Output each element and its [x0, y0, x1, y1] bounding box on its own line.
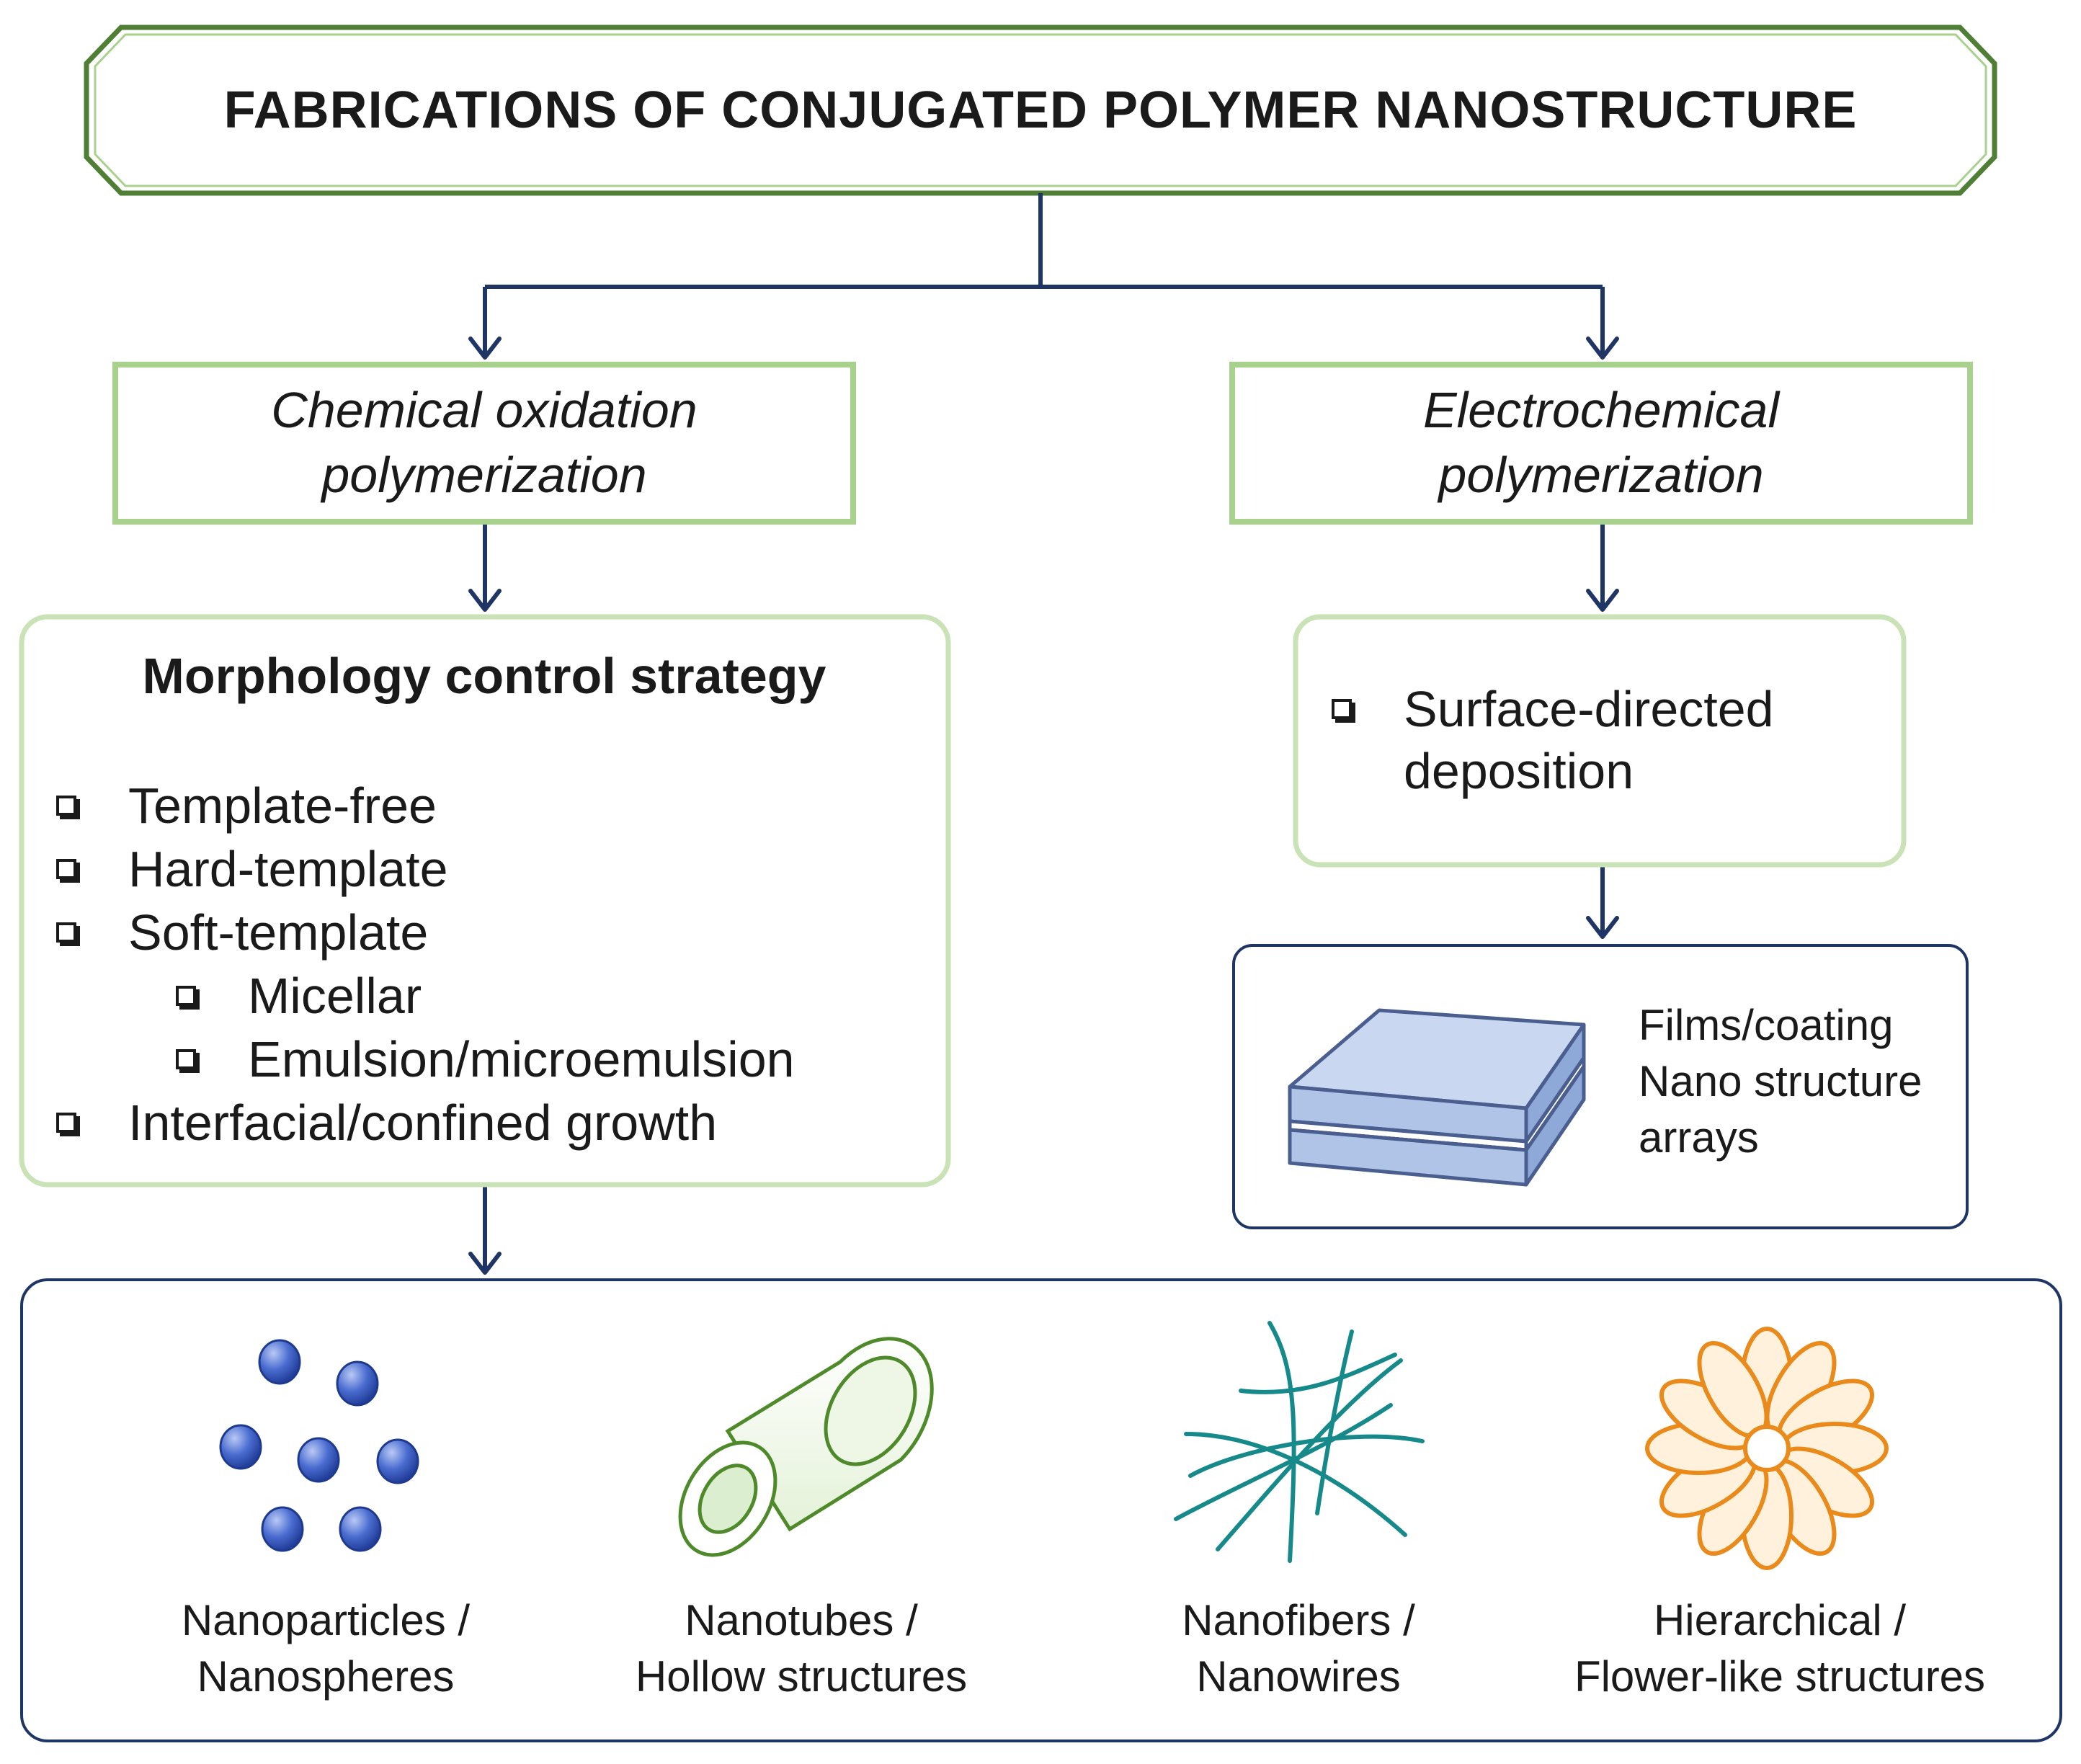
- strategy-item-label: Template-free: [128, 778, 437, 834]
- product-caption-nanoparticles: Nanoparticles / Nanospheres: [182, 1592, 470, 1705]
- arrowhead-electrochemical: [1586, 337, 1619, 360]
- chemical-method-label: Chemical oxidation polymerization: [271, 378, 697, 507]
- electrochemical-line-2: polymerization: [1438, 447, 1764, 503]
- strategy-item-label: Hard-template: [128, 841, 448, 897]
- strategy-heading: Morphology control strategy: [142, 648, 826, 704]
- films-label: Films/coating Nano structure arrays: [1639, 997, 1922, 1166]
- electrochemical-box: [1229, 362, 1973, 525]
- caption-line-1: Hierarchical /: [1653, 1596, 1907, 1644]
- chemical-line-2: polymerization: [321, 447, 647, 503]
- nanofibers-icon: [1174, 1321, 1425, 1563]
- connectors: [483, 193, 1605, 1270]
- strategy-sub-item: Micellar: [176, 967, 422, 1025]
- electrochemical-line-1: Electrochemical: [1422, 382, 1780, 438]
- product-caption-hierarchical: Hierarchical / Flower-like structures: [1574, 1592, 1985, 1705]
- caption-line-2: Nanospheres: [197, 1652, 455, 1701]
- films-line-2: Nano structure: [1639, 1057, 1922, 1105]
- surface-item: Surface-directed: [1332, 677, 1774, 741]
- surface-box: [1293, 614, 1907, 868]
- checkbox-icon: [176, 1049, 196, 1069]
- arrowhead-products: [468, 1252, 502, 1275]
- strategy-item: Soft-template: [56, 904, 428, 961]
- caption-line-1: Nanotubes /: [685, 1596, 918, 1644]
- caption-line-1: Nanofibers /: [1182, 1596, 1415, 1644]
- arrowhead-surface: [1586, 589, 1619, 612]
- films-line-3: arrays: [1639, 1113, 1759, 1162]
- strategy-item: Template-free: [56, 777, 437, 834]
- caption-line-2: Flower-like structures: [1574, 1652, 1986, 1701]
- surface-line-1: Surface-directed: [1404, 681, 1774, 737]
- strategy-sub-item: Emulsion/microemulsion: [176, 1030, 795, 1088]
- products-box: [20, 1278, 2062, 1742]
- checkbox-icon: [56, 796, 76, 816]
- surface-line-2: deposition: [1404, 743, 1634, 799]
- diagram-title: FABRICATIONS OF CONJUGATED POLYMER NANOS…: [223, 81, 1858, 139]
- checkbox-icon: [56, 859, 76, 879]
- caption-line-2: Hollow structures: [635, 1652, 968, 1701]
- electrochemical-method-label: Electrochemical polymerization: [1423, 378, 1779, 507]
- strategy-sub-item-label: Emulsion/microemulsion: [248, 1031, 795, 1087]
- surface-label: Surface-directed: [1404, 677, 1774, 741]
- title-box: [84, 24, 1997, 196]
- checkbox-icon: [56, 1113, 76, 1133]
- chemical-box: [112, 362, 856, 525]
- arrowhead-chemical: [468, 337, 502, 360]
- strategy-box: [19, 614, 951, 1188]
- caption-line-1: Nanoparticles /: [181, 1596, 471, 1644]
- strategy-item: Hard-template: [56, 840, 448, 898]
- film-stack-icon: [1288, 1008, 1586, 1187]
- strategy-sub-item-label: Micellar: [248, 968, 422, 1024]
- flower-icon: [1645, 1327, 1889, 1570]
- films-line-1: Films/coating: [1639, 1001, 1894, 1049]
- checkbox-icon: [1332, 699, 1352, 719]
- arrowhead-films: [1586, 916, 1619, 939]
- arrowheads: [468, 337, 1619, 1275]
- strategy-item-label: Interfacial/confined growth: [128, 1095, 718, 1151]
- arrowhead-strategy: [468, 589, 502, 612]
- nanoparticles-icon: [219, 1339, 419, 1552]
- product-caption-nanotubes: Nanotubes / Hollow structures: [636, 1592, 967, 1705]
- nanotube-icon: [678, 1337, 934, 1557]
- strategy-item: Interfacial/confined growth: [56, 1094, 717, 1152]
- caption-line-2: Nanowires: [1196, 1652, 1401, 1701]
- strategy-item-label: Soft-template: [128, 904, 429, 961]
- chemical-line-1: Chemical oxidation: [271, 382, 698, 438]
- product-caption-nanofibers: Nanofibers / Nanowires: [1182, 1592, 1415, 1705]
- checkbox-icon: [56, 922, 76, 943]
- checkbox-icon: [176, 986, 196, 1006]
